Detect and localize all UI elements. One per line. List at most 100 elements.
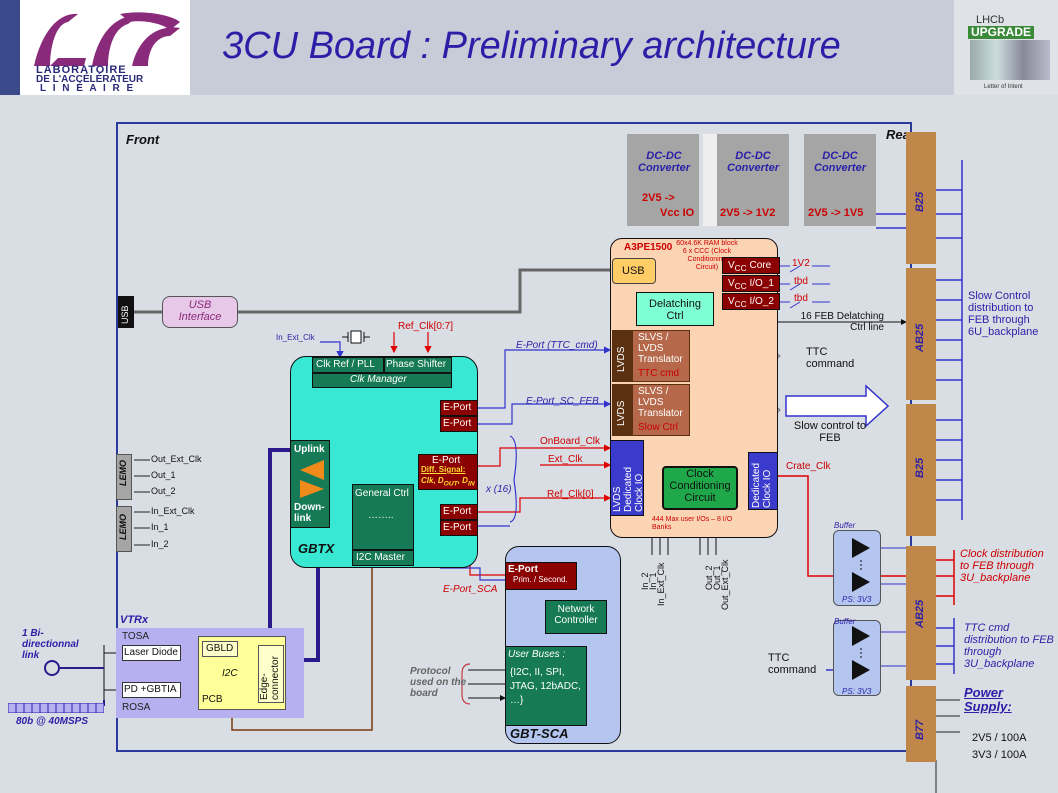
edge-connector-label: Edge-connector — [259, 656, 281, 700]
lemo-in-label: LEMO — [118, 514, 128, 540]
clock-out-label: Dedicated Clock IO — [751, 462, 773, 508]
rosa-label: ROSA — [122, 702, 151, 713]
dcdc-converter-1 — [627, 134, 699, 226]
downlink-label: Down-link — [294, 502, 325, 524]
gbtx-eport-diff-title: E-Port — [432, 455, 461, 466]
usb-interface-label: USB Interface — [178, 299, 222, 324]
uplink-downlink — [290, 440, 330, 528]
clk-manager — [312, 373, 452, 388]
link-rate-label: 80b @ 40MSPS — [16, 716, 89, 727]
lhcb-line2: UPGRADE — [968, 25, 1035, 40]
gbtx-eport-3-label: E-Port — [443, 506, 472, 517]
data-frame-strip — [7, 700, 105, 714]
translator-slow-label: SLVS / LVDS Translator — [638, 386, 683, 419]
ttc-command-label: TTC command — [806, 346, 855, 371]
lvds-tag-1 — [612, 330, 632, 382]
buffer-1-label: Buffer — [834, 521, 856, 530]
tbd1-label: tbd — [794, 276, 808, 287]
lvds-tag-2 — [612, 384, 632, 436]
backplane-ab25-1 — [906, 268, 936, 400]
lal-line2: DE L'ACCÉLÉRATEUR — [36, 74, 144, 85]
fpga-usb — [612, 258, 656, 284]
buffer-2-symbols-icon — [852, 626, 870, 680]
translator-slow-sub: Slow Ctrl — [638, 422, 679, 433]
ext-clk-label: Ext_Clk — [548, 454, 583, 465]
buffer-2-label: Buffer — [834, 617, 856, 626]
vcc-io2 — [722, 293, 780, 310]
general-ctrl-dots: …….. — [368, 510, 394, 521]
protocol-label: Protocol used on the board — [410, 666, 467, 699]
lvds-clock-in-label: LVDS Dedicated Clock IO — [612, 466, 645, 512]
sca-eport — [505, 562, 577, 590]
onboard-clk-label: OnBoard_Clk — [540, 436, 601, 447]
fpga-ram-note: 60x4.6K RAM block 6 x CCC (Clock Conditi… — [676, 240, 738, 272]
lemo-out-connector — [116, 454, 132, 500]
clock-conditioning — [662, 466, 738, 510]
translator-ttc-sub: TTC cmd — [638, 368, 680, 379]
edge-connector — [258, 645, 284, 703]
lal-logo-graphic — [34, 12, 180, 66]
lal-logo: LABORATOIRE DE L'ACCÉLÉRATEUR L I N É A … — [20, 0, 190, 95]
gbtx-eport-4-label: E-Port — [443, 522, 472, 533]
backplane-b77 — [906, 686, 936, 762]
gbld — [202, 641, 238, 657]
gbtx-eport-diff-sub: Diff. Signal: — [421, 465, 466, 474]
lvds-clock-in — [610, 440, 644, 516]
gbtx-eport-3 — [440, 504, 478, 520]
pin-out-ext-clk: Out_Ext_Clk — [720, 559, 730, 610]
bidir-link-label: 1 Bi-directionnal link — [22, 628, 79, 661]
backplane-ab25-2 — [906, 546, 936, 680]
clock-out — [748, 452, 778, 510]
lhcb-logo: LHCb UPGRADE Letter of Intent — [954, 0, 1058, 95]
backplane-b25-mid — [906, 404, 936, 536]
crate-clk-label: Crate_Clk — [786, 461, 831, 472]
pd-gbtia — [122, 682, 181, 698]
detector-image — [970, 40, 1050, 80]
ref-clk0-label: Ref_Clk[0] — [547, 489, 594, 500]
sca-eport-label: E-Port — [508, 564, 538, 575]
power-supply-2: 3V3 / 100A — [972, 749, 1027, 761]
laser-diode-label: Laser Diode — [124, 647, 178, 658]
vcc-core-label: VCC Core — [728, 260, 772, 273]
page-title: 3CU Board : Preliminary architecture — [222, 25, 841, 67]
pcb-label: PCB — [202, 694, 223, 705]
dcdc-converter-3 — [804, 134, 876, 226]
lhcb-line1: LHCb — [976, 14, 1005, 26]
gbtx-eport-4 — [440, 520, 478, 536]
io-note: 444 Max user I/Os – 8 I/O Banks — [652, 516, 733, 531]
clk-manager-label: Clk Manager — [350, 374, 407, 385]
lemo-out-ext-clk: Out_Ext_Clk — [151, 454, 202, 464]
buffer-1-symbols-icon — [852, 538, 870, 592]
vtrx-i2c-label: I2C — [222, 668, 238, 679]
network-controller — [545, 600, 607, 634]
laser-diode — [122, 645, 181, 661]
usb-side-connector — [118, 296, 134, 328]
gbtx-eport-diff — [418, 454, 478, 490]
phase-shifter-label: Phase Shifter — [386, 359, 447, 370]
usb-interface — [162, 296, 238, 328]
clk-ref-pll — [312, 357, 384, 373]
general-ctrl — [352, 484, 414, 550]
lvds-tag-2-label: LVDS — [616, 400, 627, 426]
x16-label: x (16) — [486, 484, 512, 495]
lal-line1: LABORATOIRE — [36, 64, 127, 76]
translator-slow — [632, 384, 690, 436]
header-left-stripe — [0, 0, 20, 95]
usb-side-label: USB — [120, 305, 130, 324]
sca-eport-sub: Prim. / Second. — [513, 575, 568, 584]
dcdc-2-line2: 2V5 -> 1V2 — [720, 207, 776, 219]
lemo-out-1: Out_1 — [151, 470, 176, 480]
general-ctrl-label: General Ctrl — [355, 488, 409, 499]
gbtx-eport-1-label: E-Port — [443, 402, 472, 413]
vcc-io1-label: VCC I/O_1 — [728, 278, 774, 291]
user-buses — [505, 646, 587, 726]
gbtx-eport-diff-sig: Clk, DOUT, DIN — [421, 476, 475, 488]
lemo-in-ext-clk: In_Ext_Clk — [151, 506, 195, 516]
dcdc-converter-2 — [717, 134, 789, 226]
lhcb-line3: Letter of Intent — [984, 84, 1023, 90]
dcdc-3-title: DC-DC Converter — [814, 150, 866, 175]
backplane-ab25-1-label: AB25 — [914, 323, 926, 352]
ref-clk-07-label: Ref_Clk[0:7] — [398, 321, 454, 332]
